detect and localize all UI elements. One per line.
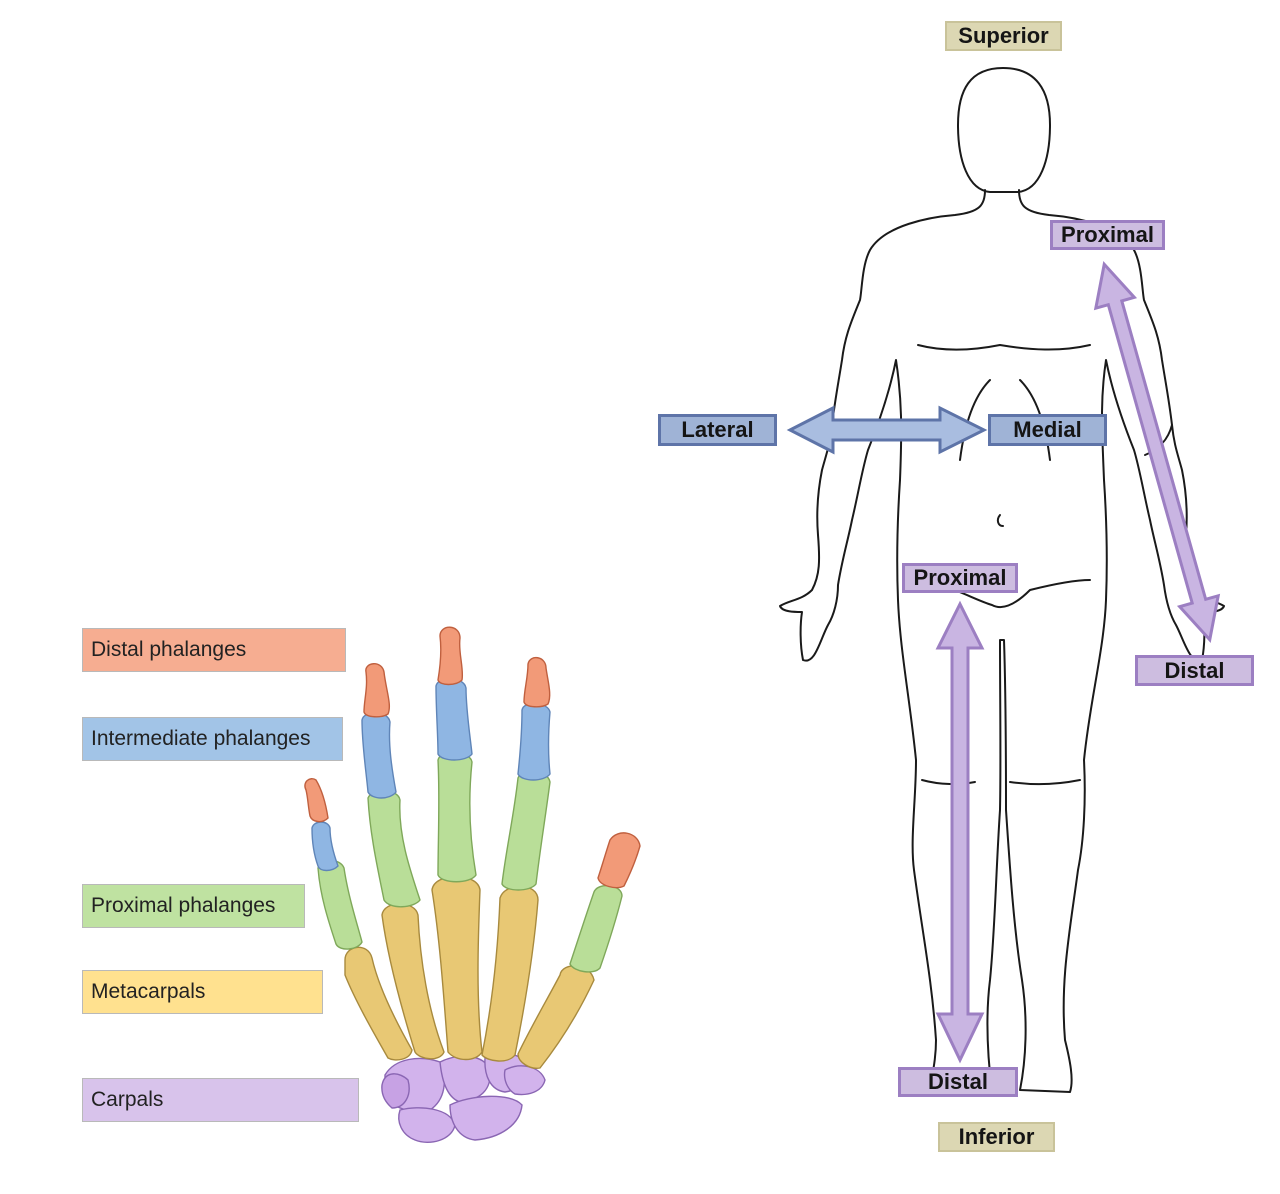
leg-distal-text: Distal xyxy=(928,1069,988,1094)
arm-proximal-distal-arrow xyxy=(1093,261,1221,643)
leg-distal-label: Distal xyxy=(898,1067,1018,1097)
legend-intermediate-phalanges-label: Intermediate phalanges xyxy=(91,727,311,750)
arm-proximal-text: Proximal xyxy=(1061,222,1154,247)
legend-proximal-phalanges-label: Proximal phalanges xyxy=(91,894,276,917)
legend-carpals-label: Carpals xyxy=(91,1088,164,1111)
inferior-label: Inferior xyxy=(938,1122,1055,1152)
leg-proximal-distal-arrow xyxy=(935,600,985,1064)
arm-distal-text: Distal xyxy=(1164,657,1225,683)
abdomen-line-left xyxy=(959,379,991,461)
carpal-bones xyxy=(381,1052,546,1143)
legend-metacarpals-label: Metacarpals xyxy=(91,980,206,1003)
proximal-phalanx-bones xyxy=(317,752,623,973)
legend-distal-phalanges-label: Distal phalanges xyxy=(91,638,247,661)
navel xyxy=(996,514,1004,527)
legend-proximal-phalanges: Proximal phalanges xyxy=(82,884,305,928)
knee-left xyxy=(921,779,976,786)
legend-metacarpals: Metacarpals xyxy=(82,970,323,1014)
superior-text: Superior xyxy=(958,23,1049,48)
intermediate-phalanx-bones xyxy=(311,678,551,872)
legend-intermediate-phalanges: Intermediate phalanges xyxy=(82,717,343,761)
abdomen-line-right xyxy=(1019,379,1051,461)
superior-label: Superior xyxy=(945,21,1062,51)
legend-carpals: Carpals xyxy=(82,1078,359,1122)
knee-right xyxy=(1009,779,1081,786)
medial-label: Medial xyxy=(988,414,1107,446)
head-outline xyxy=(957,67,1051,193)
lateral-text: Lateral xyxy=(681,417,754,442)
leg-proximal-label: Proximal xyxy=(902,563,1018,593)
distal-phalanx-bones xyxy=(304,626,641,889)
chest-line xyxy=(917,344,1091,351)
metacarpal-bones xyxy=(344,875,595,1069)
body-silhouette xyxy=(779,189,1225,1093)
inferior-text: Inferior xyxy=(958,1124,1035,1149)
hand-skeleton xyxy=(304,626,641,1143)
arm-distal-label: Distal xyxy=(1135,655,1254,686)
arm-proximal-label: Proximal xyxy=(1050,220,1165,250)
leg-proximal-text: Proximal xyxy=(913,565,1007,590)
lateral-medial-arrow xyxy=(786,405,988,455)
medial-text: Medial xyxy=(1013,417,1082,442)
legend-distal-phalanges: Distal phalanges xyxy=(82,628,346,672)
lateral-label: Lateral xyxy=(658,414,777,446)
